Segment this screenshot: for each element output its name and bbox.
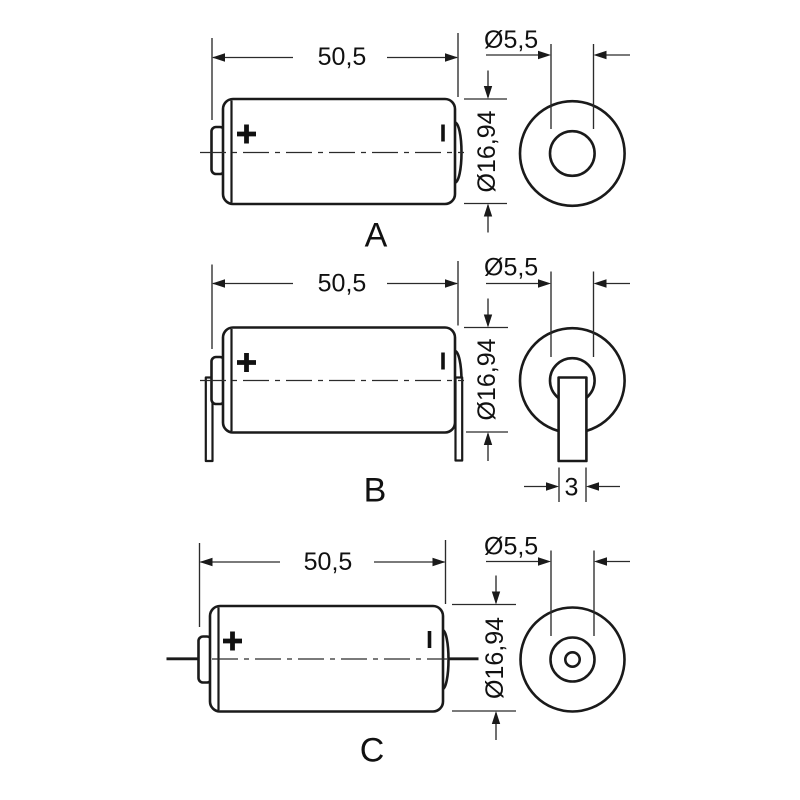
arrowhead-right [432,557,446,567]
arrowhead-left [212,279,225,288]
battery-end-view-c [519,606,626,713]
variant-c: 50,5 Ø16,94 Ø5,5 C [166,533,630,770]
pip-dimension-b: Ø5,5 [484,254,630,357]
arrowhead-right [538,50,551,60]
left-solder-tab [204,376,214,463]
battery-body [221,97,457,206]
right-solder-tab [454,376,464,462]
arrowhead-left [212,53,225,62]
arrowhead-up [491,711,501,724]
pip-dimension-a: Ø5,5 [484,26,630,129]
end-pip-circle [548,129,596,178]
positive-mark [223,631,242,651]
diameter-dimension-b: Ø16,94 [464,298,508,461]
pip-diameter-value: Ø5,5 [484,26,538,54]
length-dimension-a: 50,5 [211,33,459,120]
variant-a: 50,5 Ø16,94 Ø5,5 A [200,26,630,255]
diameter-value: Ø16,94 [481,617,509,699]
variant-b: 50,5 Ø16,94 Ø5,5 3 [200,254,630,510]
arrowhead-down [491,591,501,605]
arrowhead-left [593,50,607,60]
battery-end-view-b [518,326,626,463]
arrowhead-right [538,557,551,566]
positive-mark [237,353,256,372]
pip-diameter-value: Ø5,5 [484,533,538,561]
pip-dimension-c: Ø5,5 [484,533,630,636]
pip-diameter-value: Ø5,5 [484,254,538,282]
diameter-value: Ø16,94 [473,338,501,420]
arrowhead-right [445,53,458,62]
variant-label-a: A [365,217,388,255]
arrowhead-right [445,279,458,288]
arrowhead-left [593,279,607,288]
diameter-value: Ø16,94 [473,110,501,192]
diameter-dimension-c: Ø16,94 [452,575,516,740]
arrowhead-down [483,86,493,99]
arrowhead-left [594,557,607,566]
arrowhead-up [483,432,493,445]
length-value: 50,5 [318,43,367,71]
variant-label-c: C [360,732,385,770]
arrowhead-up [483,203,493,217]
battery-end-view-a [518,99,626,208]
arrowhead-right [538,279,551,288]
variant-label-b: B [364,472,387,510]
battery-side-view-c [166,604,479,713]
battery-side-view-a [200,97,464,206]
length-dimension-b: 50,5 [211,261,459,349]
tab-width-dimension-b: 3 [524,467,620,502]
arrowhead-right [546,482,559,491]
battery-side-view-b [200,326,464,463]
length-value: 50,5 [304,548,353,576]
arrowhead-left [586,482,599,491]
end-view-solder-tab [557,376,588,463]
diameter-dimension-a: Ø16,94 [464,70,507,233]
length-dimension-c: 50,5 [198,540,447,627]
arrowhead-left [199,557,213,567]
positive-mark [237,124,256,144]
tab-width-value: 3 [565,474,579,502]
arrowhead-down [483,314,493,328]
end-wire-circle [563,650,581,668]
length-value: 50,5 [318,270,367,298]
